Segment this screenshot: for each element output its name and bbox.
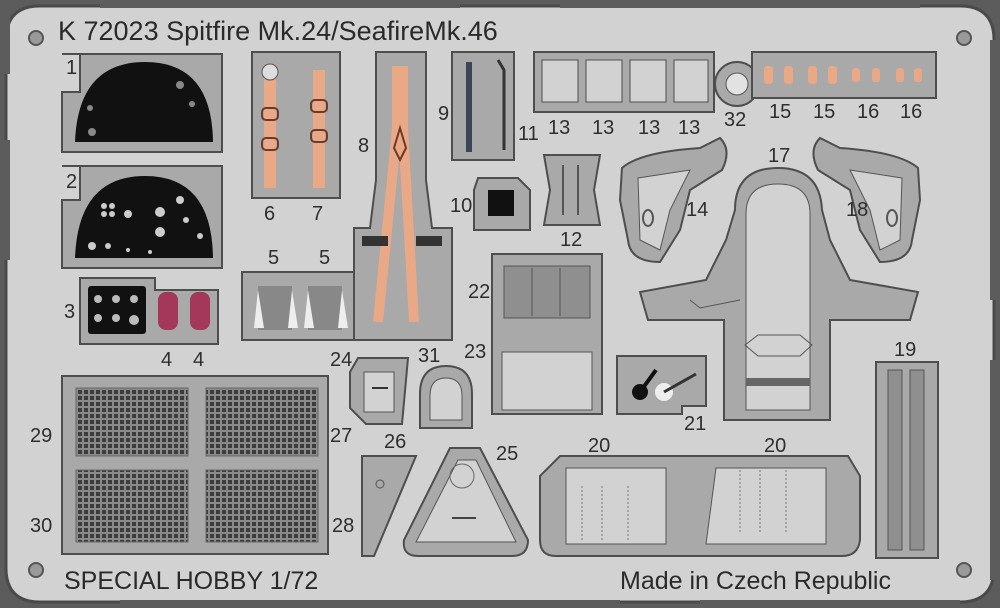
part-label: 25 [496, 443, 518, 465]
part-9-11 [451, 51, 515, 161]
part-1-instrument-panel [61, 53, 223, 153]
part-label: 31 [418, 345, 440, 367]
part-17-floor [638, 166, 920, 421]
part-label: 20 [588, 435, 610, 457]
part-label: 24 [330, 349, 352, 371]
part-20-side-panels [539, 455, 861, 557]
part-label: 20 [764, 435, 786, 457]
part-24-27 [349, 357, 410, 425]
part-label: 23 [464, 341, 486, 363]
part-label: 1 [66, 57, 77, 79]
part-12 [542, 154, 602, 226]
part-13-frames [533, 51, 715, 113]
part-label: 2 [66, 171, 77, 193]
part-label: 13 [592, 117, 614, 139]
part-2-instrument-panel [61, 165, 223, 269]
part-21-control-stick [616, 355, 707, 415]
part-26-28 [361, 455, 418, 557]
part-10 [473, 177, 531, 231]
part-22-23-box [491, 253, 603, 415]
part-label: 12 [560, 229, 582, 251]
part-3-4-panel [79, 277, 219, 345]
mounting-hole-icon [956, 562, 972, 578]
origin-label: Made in Czech Republic [620, 567, 891, 595]
part-label: 32 [724, 109, 746, 131]
part-label: 16 [857, 101, 879, 123]
part-14-side-panel [618, 136, 728, 264]
part-18-side-panel [812, 136, 922, 264]
part-label: 4 [161, 349, 172, 371]
mounting-hole-icon [28, 562, 44, 578]
part-label: 28 [332, 515, 354, 537]
part-label: 11 [518, 123, 539, 145]
manufacturer-label: SPECIAL HOBBY 1/72 [64, 567, 318, 595]
part-label: 13 [638, 117, 660, 139]
part-label: 27 [330, 425, 352, 447]
mounting-hole-icon [28, 30, 44, 46]
part-label: 5 [268, 247, 279, 269]
part-label: 9 [438, 103, 449, 125]
part-label: 10 [450, 195, 472, 217]
part-label: 8 [358, 135, 369, 157]
part-label: 4 [193, 349, 204, 371]
part-label: 18 [846, 199, 868, 221]
part-15-16-strip [751, 51, 937, 99]
part-label: 26 [384, 431, 406, 453]
part-32-ring [714, 61, 760, 107]
part-label: 14 [686, 199, 708, 221]
part-label: 21 [684, 413, 706, 435]
part-label: 15 [769, 101, 791, 123]
part-label: 15 [813, 101, 835, 123]
fret-title: K 72023 Spitfire Mk.24/SeafireMk.46 [58, 16, 498, 46]
part-label: 19 [894, 339, 916, 361]
part-label: 3 [64, 301, 75, 323]
part-label: 22 [468, 281, 490, 303]
part-label: 30 [30, 515, 52, 537]
part-label: 13 [548, 117, 570, 139]
part-label: 13 [678, 117, 700, 139]
part-6-7-belts [251, 51, 341, 199]
part-8-harness [353, 51, 453, 341]
part-31-arch [419, 364, 473, 429]
part-19-strips [875, 361, 939, 559]
part-5-seats [241, 271, 355, 341]
part-25-triangle [402, 447, 530, 557]
part-label: 5 [319, 247, 330, 269]
part-29-30-mesh-screens [61, 375, 329, 555]
part-label: 17 [768, 145, 790, 167]
part-label: 16 [900, 101, 922, 123]
part-label: 6 [264, 203, 275, 225]
part-label: 29 [30, 425, 52, 447]
mounting-hole-icon [956, 30, 972, 46]
part-label: 7 [312, 203, 323, 225]
